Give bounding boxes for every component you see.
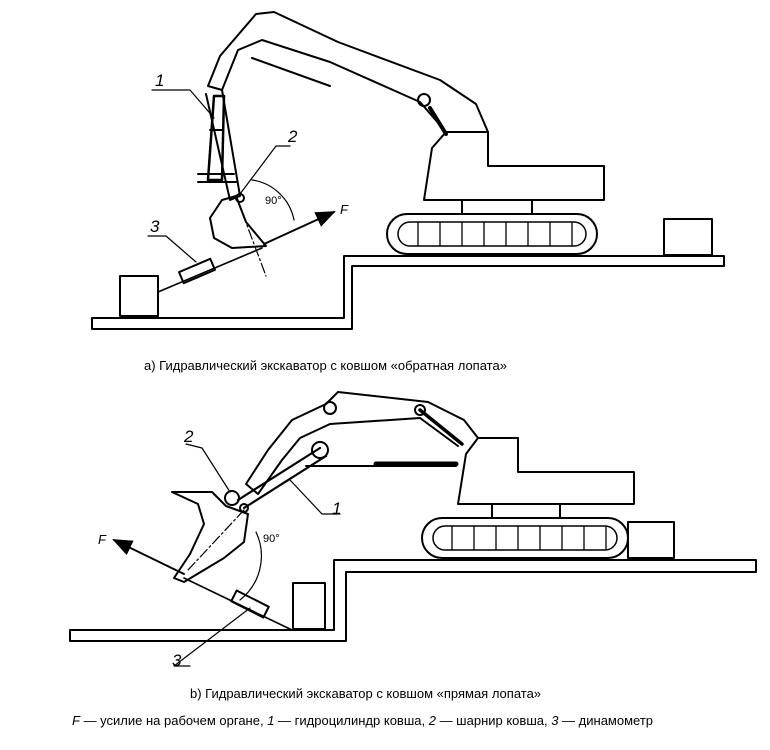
force-arrow-a [263, 211, 336, 245]
bucket-a [209, 195, 267, 249]
angle-arc-a [251, 179, 295, 221]
boom-pin-a [417, 93, 431, 107]
label-1-b: 1 [332, 499, 341, 518]
bucket-cylinder-b [236, 446, 328, 510]
bucket-cylinder-a [206, 94, 226, 182]
leader-3-b [173, 607, 251, 667]
leader-2-a [239, 145, 291, 195]
label-3-a: 3 [150, 217, 160, 236]
track-inner-b [432, 525, 618, 551]
leader-2-b [185, 443, 231, 493]
legend-num-3: 3 [551, 713, 559, 728]
label-2-b: 2 [183, 427, 194, 446]
caption-a: а) Гидравлический экскаватор с ковшом «о… [144, 358, 507, 373]
rear-block-a [663, 218, 713, 256]
cab-body-b [457, 437, 635, 505]
label-3-b: 3 [172, 651, 182, 670]
boom-a [207, 11, 489, 133]
leader-1-a [151, 89, 215, 119]
bucket-b [171, 491, 249, 583]
bucket-linkage-a [197, 173, 237, 183]
legend-num-2: 2 [428, 713, 436, 728]
slew-ring-b [491, 503, 561, 519]
bucket-axis-b [187, 509, 245, 571]
cab-body-a [423, 131, 605, 201]
ground-outline-b [69, 559, 757, 642]
slew-ring-a [461, 199, 533, 215]
legend-text-1: — гидроцилиндр ковша, [274, 713, 429, 728]
boom-cylinder-b [418, 408, 464, 446]
boom-cylinder-a [428, 106, 448, 136]
bucket-axis-a [235, 195, 267, 277]
dynamometer-a [178, 257, 216, 285]
boom-pin-b [323, 401, 337, 415]
label-angle-b: 90° [263, 533, 280, 545]
caption-b: b) Гидравлический экскаватор с ковшом «п… [190, 686, 542, 701]
figure-b-face-shovel [69, 391, 757, 667]
legend-f-text: — усилие на рабочем органе, [79, 713, 268, 728]
label-f-a: F [340, 202, 349, 217]
label-angle-a: 90° [265, 195, 282, 207]
track-rollers-b [451, 525, 607, 551]
bucket-pin-b [224, 490, 240, 506]
leader-3-a [147, 235, 197, 263]
track-b [421, 517, 629, 559]
anchor-block-a [119, 275, 159, 317]
legend-f-symbol: F [72, 713, 80, 728]
label-2-a: 2 [287, 127, 298, 146]
ground-outline-a [91, 255, 725, 330]
track-rollers-a [417, 221, 573, 247]
dynamometer-b [230, 589, 270, 619]
force-arrow-b [112, 539, 185, 575]
arm-cylinder-a [251, 57, 331, 87]
legend-text-2: — шарнир ковша, [435, 713, 552, 728]
leader-1-b [289, 479, 341, 515]
boom-b [245, 391, 479, 495]
legend: F — усилие на рабочем органе, 1 — гидроц… [72, 713, 653, 728]
boom-pin2-b [414, 404, 426, 416]
label-f-b: F [98, 532, 107, 547]
rear-block-b [627, 521, 675, 559]
track-inner-a [397, 221, 587, 247]
legend-text-3: — динамометр [558, 713, 654, 728]
angle-arc-b [239, 531, 262, 601]
figure-a-backhoe [91, 11, 725, 330]
label-1-a: 1 [155, 71, 164, 90]
anchor-block-b [292, 582, 326, 630]
legend-num-1: 1 [267, 713, 275, 728]
